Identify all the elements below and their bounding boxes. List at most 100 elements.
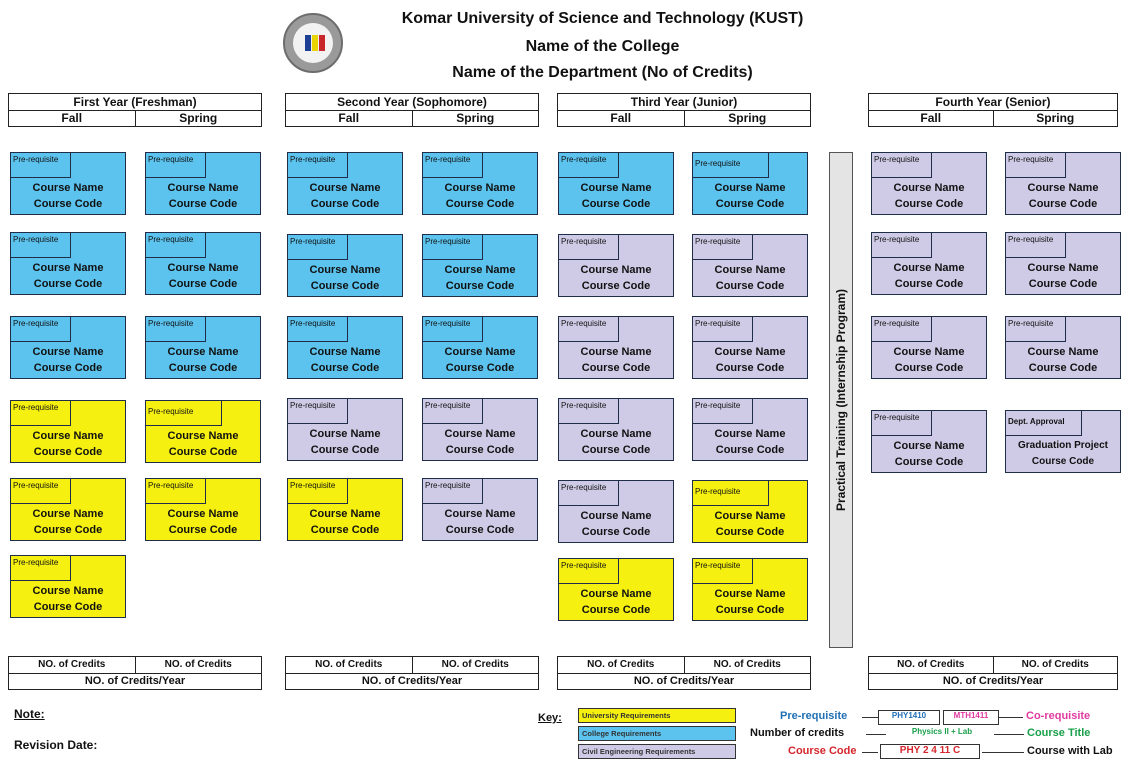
key-major: Civil Engineering Requirements <box>578 744 736 759</box>
prerequisite-cell: Pre-requisite <box>288 153 348 178</box>
college-name: Name of the College <box>525 38 680 55</box>
prerequisite-cell: Pre-requisite <box>1006 317 1066 342</box>
prerequisite-cell: Pre-requisite <box>11 556 71 581</box>
legend-coreq: Co-requisite <box>1026 710 1091 722</box>
prerequisite-cell: Pre-requisite <box>559 235 619 260</box>
prerequisite-cell: Pre-requisite <box>559 481 619 506</box>
prerequisite-cell: Pre-requisite <box>693 399 753 424</box>
department-name: Name of the Department (No of Credits) <box>452 64 753 81</box>
prerequisite-cell: Pre-requisite <box>423 235 483 260</box>
prerequisite-cell: Pre-requisite <box>693 235 753 260</box>
legend-code: Course Code <box>788 745 857 757</box>
prerequisite-cell: Pre-requisite <box>872 317 932 342</box>
prerequisite-cell: Pre-requisite <box>146 401 222 426</box>
prerequisite-cell: Pre-requisite <box>146 479 206 504</box>
prerequisite-cell: Pre-requisite <box>872 233 932 258</box>
key-label: Key: <box>538 712 562 724</box>
prerequisite-cell: Pre-requisite <box>11 401 71 426</box>
prerequisite-cell: Pre-requisite <box>559 559 619 584</box>
legend-ex-title: Physics II + Lab <box>911 727 973 736</box>
prerequisite-cell: Pre-requisite <box>693 153 769 178</box>
prerequisite-cell: Pre-requisite <box>1006 153 1066 178</box>
legend-credits: Number of credits <box>750 727 845 739</box>
legend-ex-prereq: PHY1410 <box>878 710 940 725</box>
prerequisite-cell: Pre-requisite <box>693 317 753 342</box>
prerequisite-cell: Dept. Approval <box>1006 411 1082 436</box>
prerequisite-cell: Pre-requisite <box>1006 233 1066 258</box>
revision-date-label: Revision Date: <box>14 738 98 752</box>
key-college: College Requirements <box>578 726 736 741</box>
prerequisite-cell: Pre-requisite <box>146 317 206 342</box>
key-university: University Requirements <box>578 708 736 723</box>
prerequisite-cell: Pre-requisite <box>288 317 348 342</box>
university-title: Komar University of Science and Technolo… <box>401 10 804 27</box>
prerequisite-cell: Pre-requisite <box>423 479 483 504</box>
prerequisite-cell: Pre-requisite <box>559 317 619 342</box>
legend-prereq: Pre-requisite <box>780 710 848 722</box>
prerequisite-cell: Pre-requisite <box>11 317 71 342</box>
prerequisite-cell: Pre-requisite <box>146 233 206 258</box>
prerequisite-cell: Pre-requisite <box>11 153 71 178</box>
